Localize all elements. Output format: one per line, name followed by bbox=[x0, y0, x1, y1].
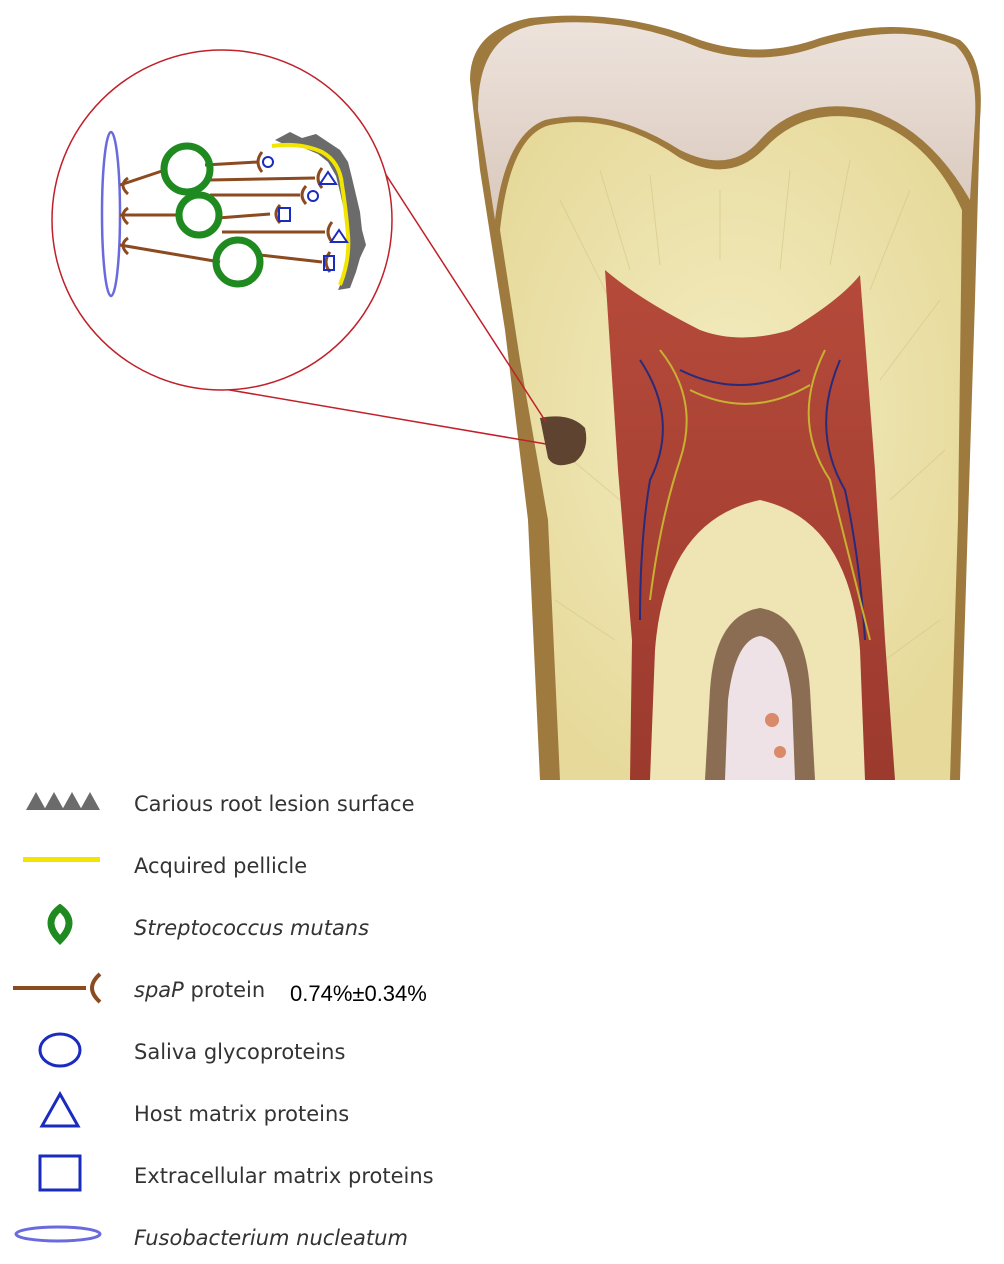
legend-item-fuso: Fusobacterium nucleatum bbox=[0, 1214, 700, 1264]
triangle-icon bbox=[8, 1090, 108, 1140]
brown-fork-icon bbox=[8, 966, 108, 1016]
yellow-line-icon bbox=[8, 842, 108, 892]
legend-label: Streptococcus mutans bbox=[134, 916, 369, 940]
legend: Carious root lesion surface Acquired pel… bbox=[0, 780, 1004, 1247]
legend-item-ecm: Extracellular matrix proteins bbox=[0, 1152, 700, 1202]
spap-value: 0.74%±0.34% bbox=[290, 981, 427, 1007]
legend-item-s-mutans: Streptococcus mutans bbox=[0, 904, 700, 954]
ellipse-icon bbox=[8, 1214, 108, 1264]
circle-icon bbox=[8, 1028, 108, 1078]
legend-item-host-matrix: Host matrix proteins bbox=[0, 1090, 700, 1140]
legend-item-lesion: Carious root lesion surface bbox=[0, 780, 700, 830]
legend-label: Acquired pellicle bbox=[134, 854, 307, 878]
legend-label: Extracellular matrix proteins bbox=[134, 1164, 434, 1188]
zoom-line-bottom bbox=[218, 388, 546, 444]
legend-label-rest: protein bbox=[191, 978, 266, 1002]
legend-item-saliva: Saliva glycoproteins bbox=[0, 1028, 700, 1078]
legend-item-pellicle: Acquired pellicle bbox=[0, 842, 700, 892]
legend-label: Fusobacterium nucleatum bbox=[134, 1226, 408, 1250]
green-ring-icon bbox=[8, 904, 108, 954]
legend-label: spaP protein bbox=[134, 978, 265, 1002]
legend-label: Saliva glycoproteins bbox=[134, 1040, 345, 1064]
legend-label: Host matrix proteins bbox=[134, 1102, 349, 1126]
triangles-icon bbox=[8, 780, 108, 830]
legend-item-spap: spaP protein 0.74%±0.34% bbox=[0, 966, 700, 1016]
legend-label-italic: spaP bbox=[134, 978, 184, 1002]
square-icon bbox=[8, 1152, 108, 1202]
tooth-diagram bbox=[0, 0, 1004, 790]
legend-label: Carious root lesion surface bbox=[134, 792, 415, 816]
tooth bbox=[470, 16, 981, 780]
zoom-inset bbox=[52, 50, 546, 444]
